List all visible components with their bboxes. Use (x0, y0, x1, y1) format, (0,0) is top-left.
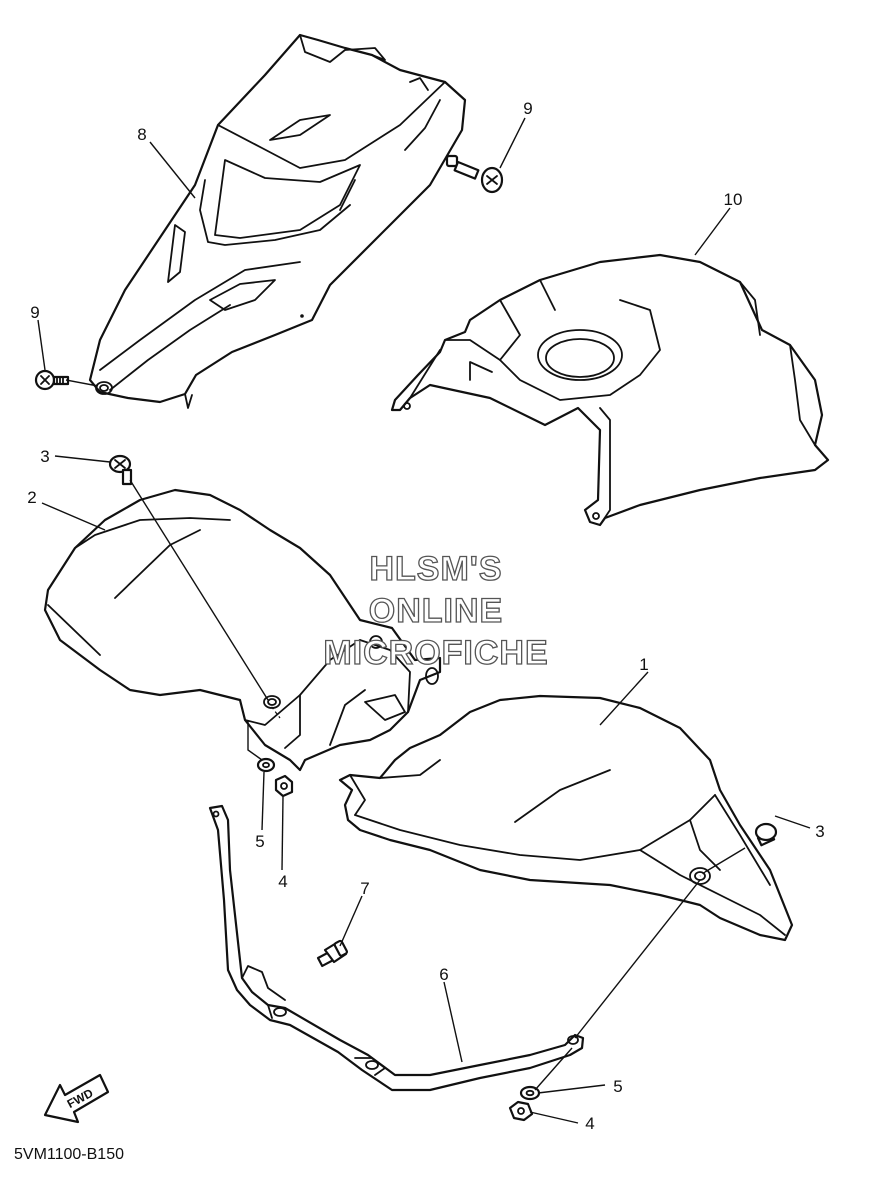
callout-5-right: 5 (613, 1077, 622, 1096)
part-5-washer-left (256, 757, 276, 773)
callout-5-left: 5 (255, 832, 264, 851)
part-9-bolt-left (34, 369, 70, 391)
part-6-stay (208, 804, 585, 1092)
watermark-line-1: HLSM'S (369, 550, 502, 588)
callout-9-right: 9 (523, 99, 532, 118)
callout-8: 8 (137, 125, 146, 144)
part-1-front-fender (338, 694, 794, 942)
watermark: HLSM'S ONLINE MICROFICHE (323, 549, 549, 672)
watermark-line-2: ONLINE (369, 592, 503, 630)
part-2-rear-fender (43, 488, 442, 772)
part-4-nut-left (274, 774, 294, 798)
callout-7: 7 (360, 879, 369, 898)
callout-10: 10 (724, 190, 743, 209)
leader-lines (37, 117, 811, 1124)
part-code: 5VM1100-B150 (14, 1146, 124, 1163)
callouts: 1 2 3 3 4 4 5 5 6 7 8 9 9 10 (27, 99, 824, 1133)
fwd-arrow: FWD (43, 1073, 110, 1124)
callout-4-right: 4 (585, 1114, 594, 1133)
callout-9-left: 9 (30, 303, 39, 322)
part-3-bolt-left (108, 454, 133, 486)
part-3-bolt-right (754, 822, 778, 847)
assembly-lines (65, 379, 746, 1091)
callout-3-right: 3 (815, 822, 824, 841)
callout-2: 2 (27, 488, 36, 507)
callout-1: 1 (639, 655, 648, 674)
callout-6: 6 (439, 965, 448, 984)
part-4-nut-right (508, 1100, 534, 1122)
part-10-tank-cover (390, 253, 830, 527)
watermark-line-3: MICROFICHE (323, 634, 548, 672)
part-9-bolt-right (445, 154, 504, 194)
part-7-bolt (316, 939, 349, 968)
callout-3-left: 3 (40, 447, 49, 466)
callout-4-left: 4 (278, 872, 287, 891)
part-8-front-cover (88, 33, 467, 409)
